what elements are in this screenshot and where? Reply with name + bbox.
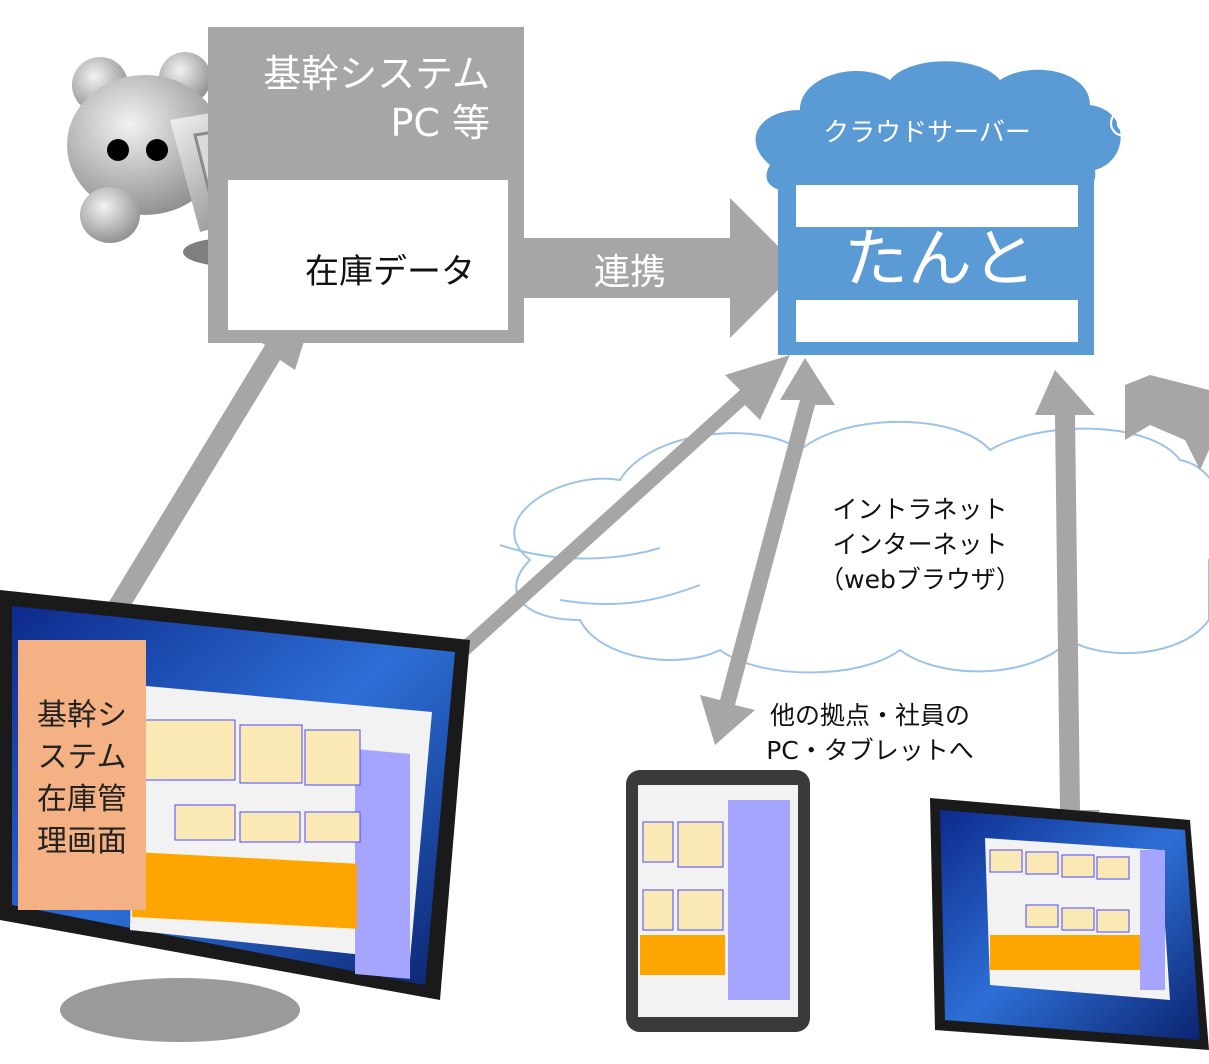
bear-icon	[67, 52, 223, 243]
tanto-inner-bottom	[796, 300, 1078, 342]
stock-data-label: 在庫データ	[305, 252, 475, 292]
cloud-server-label: クラウドサーバー	[823, 118, 1031, 148]
arrow-tanto-tablet	[700, 358, 835, 745]
tanto-inner-top	[796, 185, 1078, 227]
right-monitor	[930, 798, 1209, 1050]
panel-line2: ステム	[37, 740, 127, 775]
monitor-panel-label: 基幹シ ステム 在庫管 理画面	[22, 695, 142, 863]
arrows	[70, 198, 1209, 860]
at-icon: @	[1108, 104, 1138, 139]
network-line3: （webブラウザ）	[819, 565, 1021, 594]
panel-line4: 理画面	[37, 824, 127, 859]
network-label: イントラネット インターネット （webブラウザ）	[800, 492, 1040, 597]
tablet-device	[626, 770, 810, 1032]
core-system-title: 基幹システム PC 等	[240, 50, 490, 149]
arrow-tanto-monitor	[380, 355, 790, 725]
network-line2: インターネット	[832, 530, 1008, 559]
other-line1: 他の拠点・社員の	[769, 701, 970, 730]
core-system-inner	[228, 180, 508, 330]
arrow-tanto-laptop	[1035, 370, 1100, 860]
network-cloud	[513, 420, 1209, 674]
orange-panel	[18, 640, 146, 910]
panel-line3: 在庫管	[37, 782, 127, 817]
network-line1: イントラネット	[832, 495, 1008, 524]
other-line2: PC・タブレットへ	[766, 736, 974, 765]
link-label: 連携	[593, 252, 666, 293]
tanto-label: たんと	[844, 223, 1036, 297]
panel-line1: 基幹シ	[37, 698, 127, 733]
arrow-core-monitor	[70, 290, 320, 670]
core-system-line1: 基幹システム	[263, 52, 490, 96]
arrow-right-edge	[1125, 375, 1209, 470]
other-devices-label: 他の拠点・社員の PC・タブレットへ	[720, 698, 1020, 768]
core-system-line2: PC 等	[390, 101, 490, 146]
link-arrow	[500, 198, 800, 338]
